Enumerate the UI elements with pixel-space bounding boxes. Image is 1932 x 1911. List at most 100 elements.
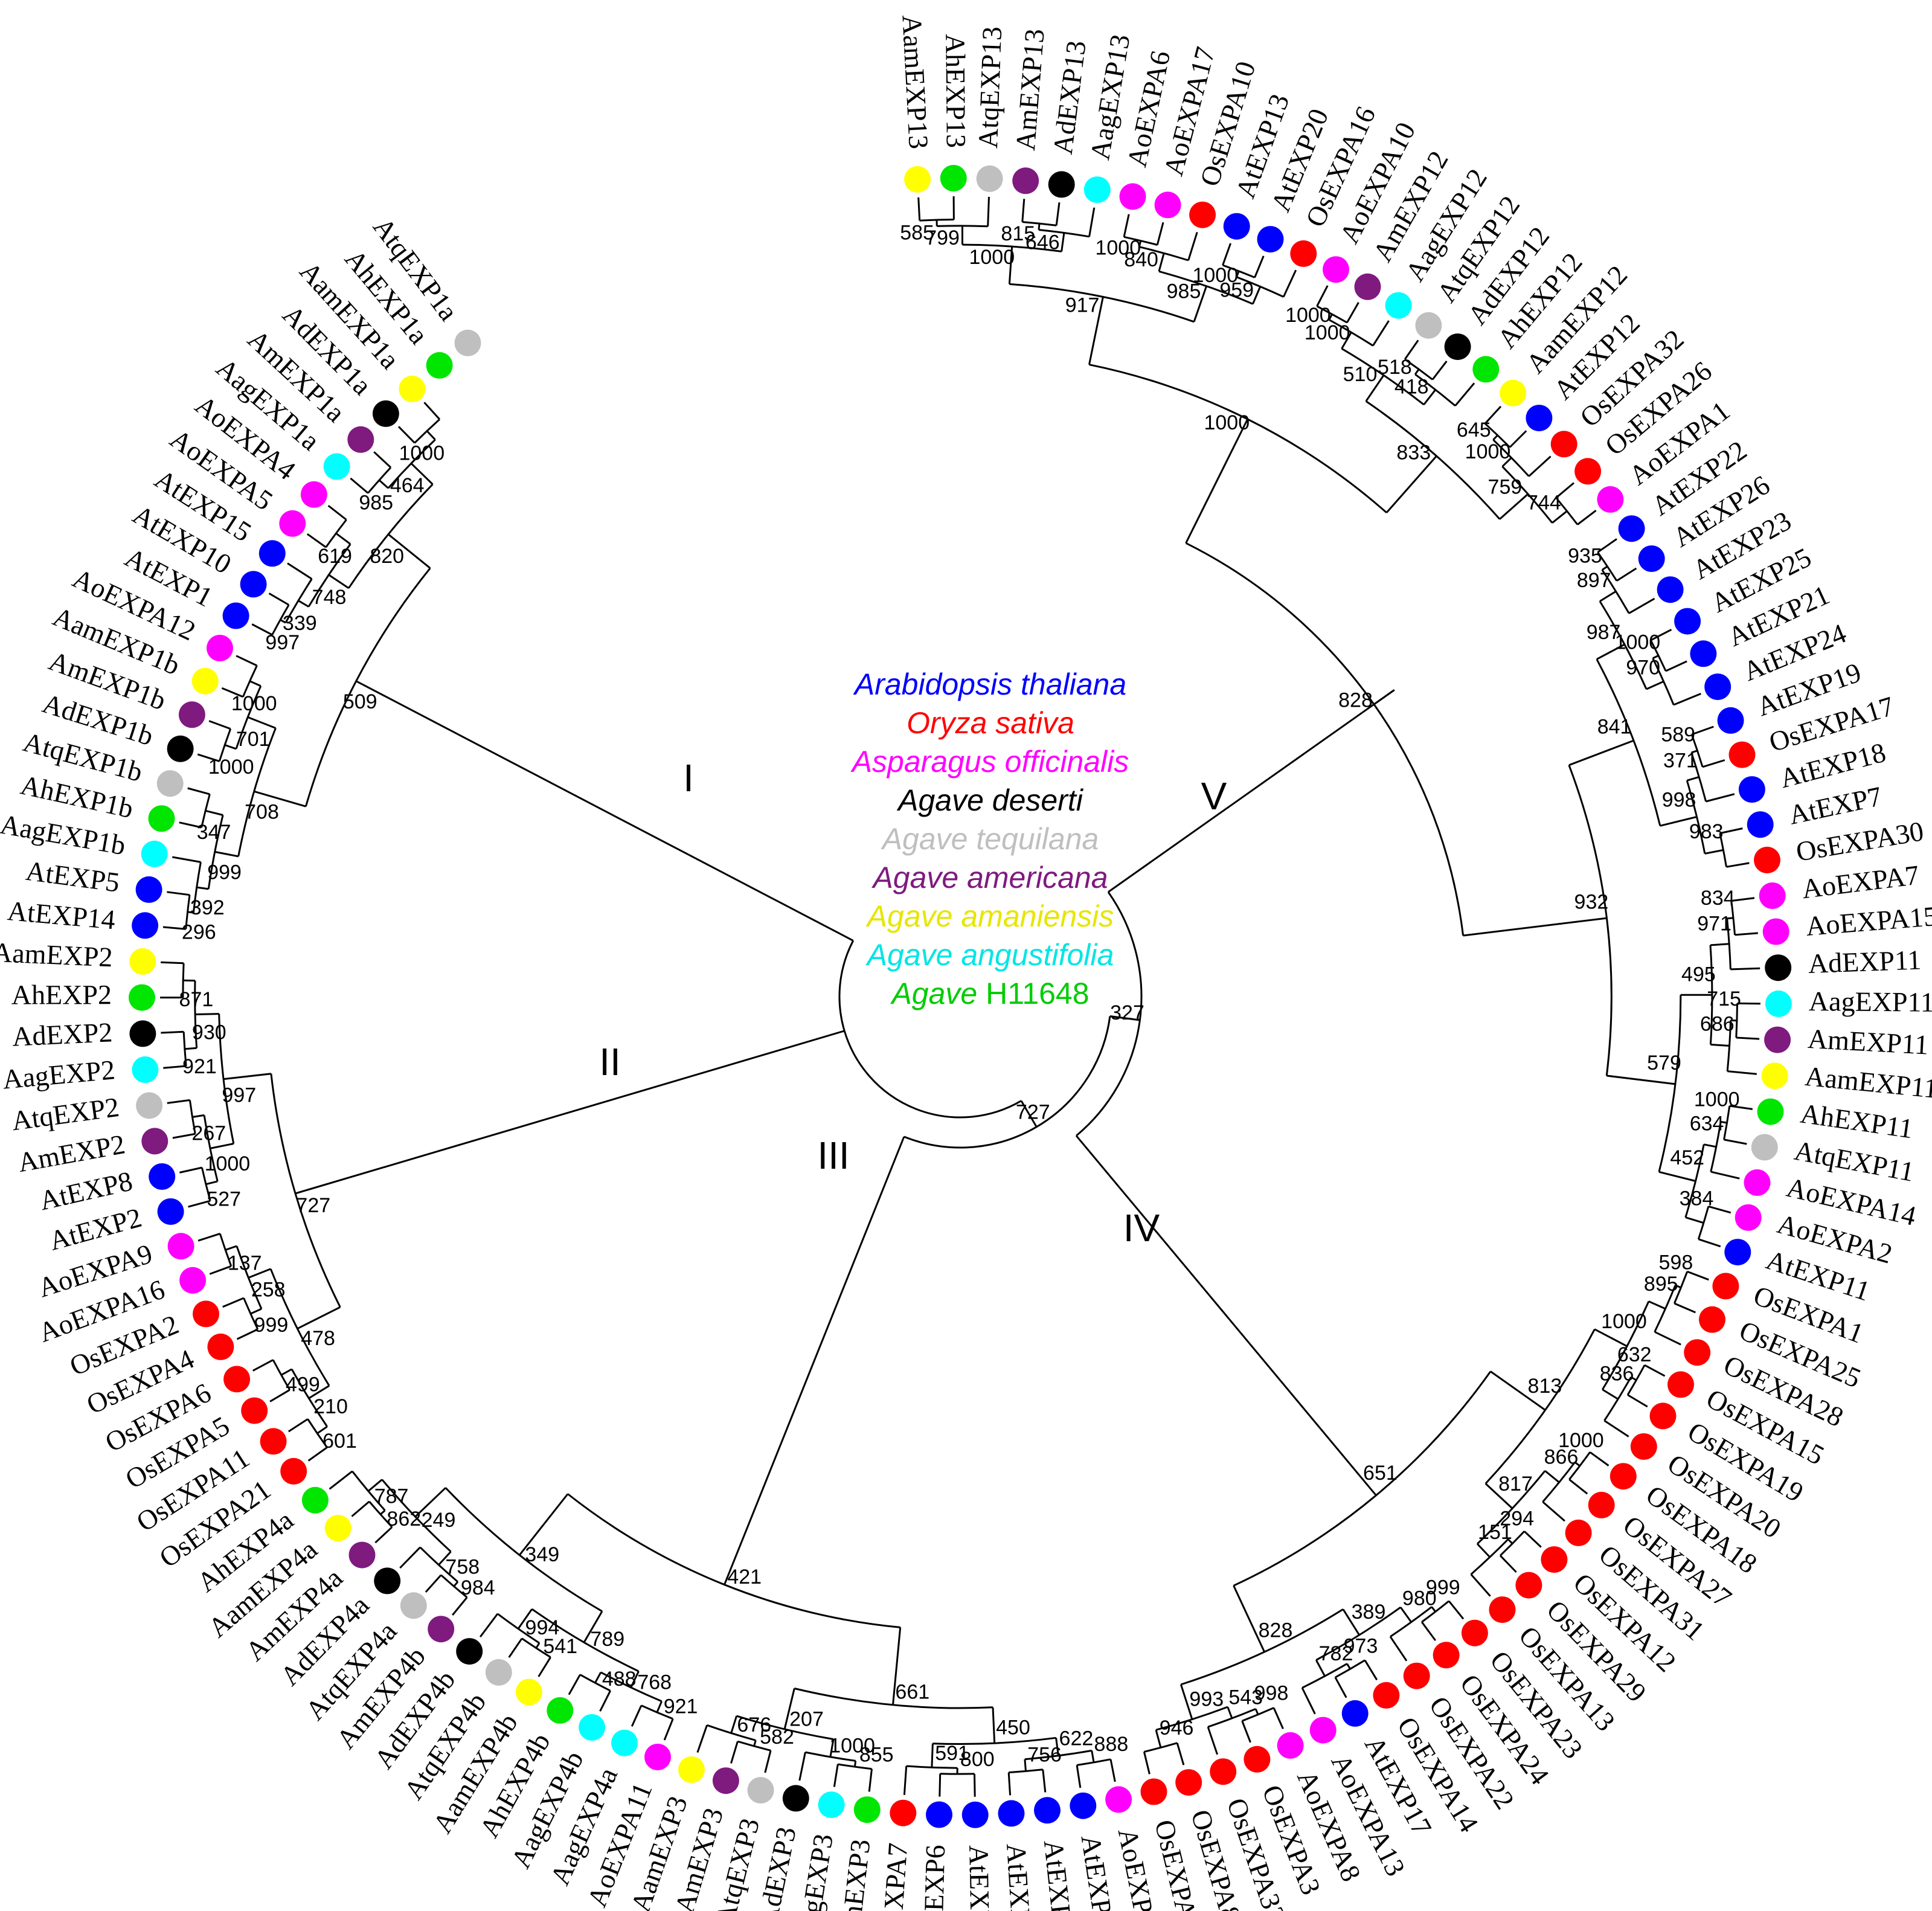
leaf-label: AtEXP9 (1075, 1833, 1120, 1911)
branch (1594, 1328, 1628, 1347)
branch (1606, 1074, 1676, 1085)
branch-arc (1414, 373, 1456, 406)
branch (535, 1642, 541, 1649)
species-dot (926, 1801, 952, 1828)
branch (221, 687, 243, 698)
branch (184, 1047, 197, 1050)
branch (1644, 1364, 1666, 1377)
branch (987, 196, 990, 226)
species-dot (747, 1777, 774, 1804)
branch (192, 1114, 205, 1118)
branch (195, 1013, 219, 1015)
species-dot (141, 840, 168, 867)
branch (1055, 202, 1061, 226)
species-dot (485, 1659, 512, 1686)
branch (1597, 538, 1617, 553)
branch (280, 618, 286, 624)
species-dot (515, 1678, 542, 1706)
leaf-label: AtqEXP13 (972, 26, 1007, 149)
branch (425, 1574, 442, 1593)
branch (1602, 1389, 1619, 1400)
branch (1599, 590, 1617, 602)
species-dot (1223, 213, 1250, 240)
bootstrap-value: 598 (1659, 1251, 1693, 1274)
backbone (769, 1030, 845, 1055)
branch (438, 1550, 452, 1566)
branch-arc (1492, 439, 1530, 477)
branch (1024, 1759, 1027, 1771)
branch-arc (497, 1613, 540, 1644)
branch (1673, 693, 1701, 706)
branch-arc (284, 578, 313, 623)
branch (1648, 1300, 1666, 1310)
clade-label-i: I (683, 756, 694, 800)
branch (1596, 643, 1625, 660)
species-dot (223, 1366, 251, 1393)
branch (783, 1688, 795, 1730)
species-dot (1433, 1642, 1460, 1669)
species-dot (132, 1056, 159, 1083)
bootstrap-value: 510 (1343, 363, 1378, 386)
branch (1241, 1720, 1251, 1743)
species-dot (961, 1801, 989, 1828)
species-dot (167, 1233, 194, 1260)
branch (1372, 320, 1390, 347)
branch (1500, 1555, 1517, 1573)
branch (917, 197, 921, 221)
bootstrap-value: 921 (664, 1695, 698, 1718)
bootstrap-value: 151 (1478, 1521, 1512, 1544)
branch (1665, 660, 1687, 672)
bootstrap-value: 787 (374, 1485, 409, 1508)
branch (1055, 1738, 1059, 1756)
species-dot (1728, 741, 1756, 768)
branch (1630, 1376, 1637, 1381)
species-dot (611, 1729, 638, 1756)
branch (351, 1500, 370, 1517)
branch (1420, 1621, 1437, 1641)
species-dot (712, 1767, 739, 1794)
species-dot (1154, 191, 1181, 219)
branch (1577, 510, 1597, 525)
bootstrap-value: 296 (182, 920, 216, 943)
branch (1492, 434, 1498, 441)
branch (1346, 1663, 1351, 1670)
branch (1076, 1765, 1082, 1788)
species-dot (1354, 273, 1381, 300)
bootstrap-value: 1000 (1305, 321, 1350, 344)
branch (205, 809, 223, 816)
species-dot (1574, 458, 1602, 485)
species-dot (323, 453, 350, 480)
species-dot (129, 1020, 156, 1047)
species-dot (1609, 1463, 1637, 1490)
branch (1616, 567, 1637, 582)
branch (236, 1328, 258, 1340)
species-dot (399, 375, 426, 402)
branch (1143, 1752, 1151, 1774)
branch (350, 477, 369, 494)
legend-entry-agave-amaniensis: Agave amaniensis (865, 899, 1114, 933)
bootstrap-value: 1000 (969, 246, 1015, 269)
clade-stem (1199, 1283, 1377, 1496)
branch (1042, 1769, 1047, 1793)
species-dot (1323, 256, 1349, 283)
branch (197, 1233, 220, 1242)
branch (630, 1671, 640, 1688)
bootstrap-value: 715 (1707, 988, 1741, 1010)
branch (1156, 222, 1164, 245)
species-dot (372, 400, 399, 427)
branch-arc (1158, 270, 1254, 305)
bootstrap-value: 389 (1352, 1601, 1386, 1624)
branch (1702, 759, 1725, 768)
branch-arc (1301, 1663, 1348, 1689)
bootstrap-value: 998 (1254, 1681, 1289, 1704)
branch (892, 1627, 902, 1705)
branch (1601, 565, 1608, 571)
leaf-label: AoEXPA15 (1805, 901, 1932, 942)
branch (214, 850, 239, 858)
backbone (1109, 1015, 1140, 1021)
branch (1528, 455, 1552, 477)
species-dot (818, 1791, 845, 1819)
species-dot (426, 352, 453, 379)
bootstrap-value: 1000 (208, 756, 254, 779)
